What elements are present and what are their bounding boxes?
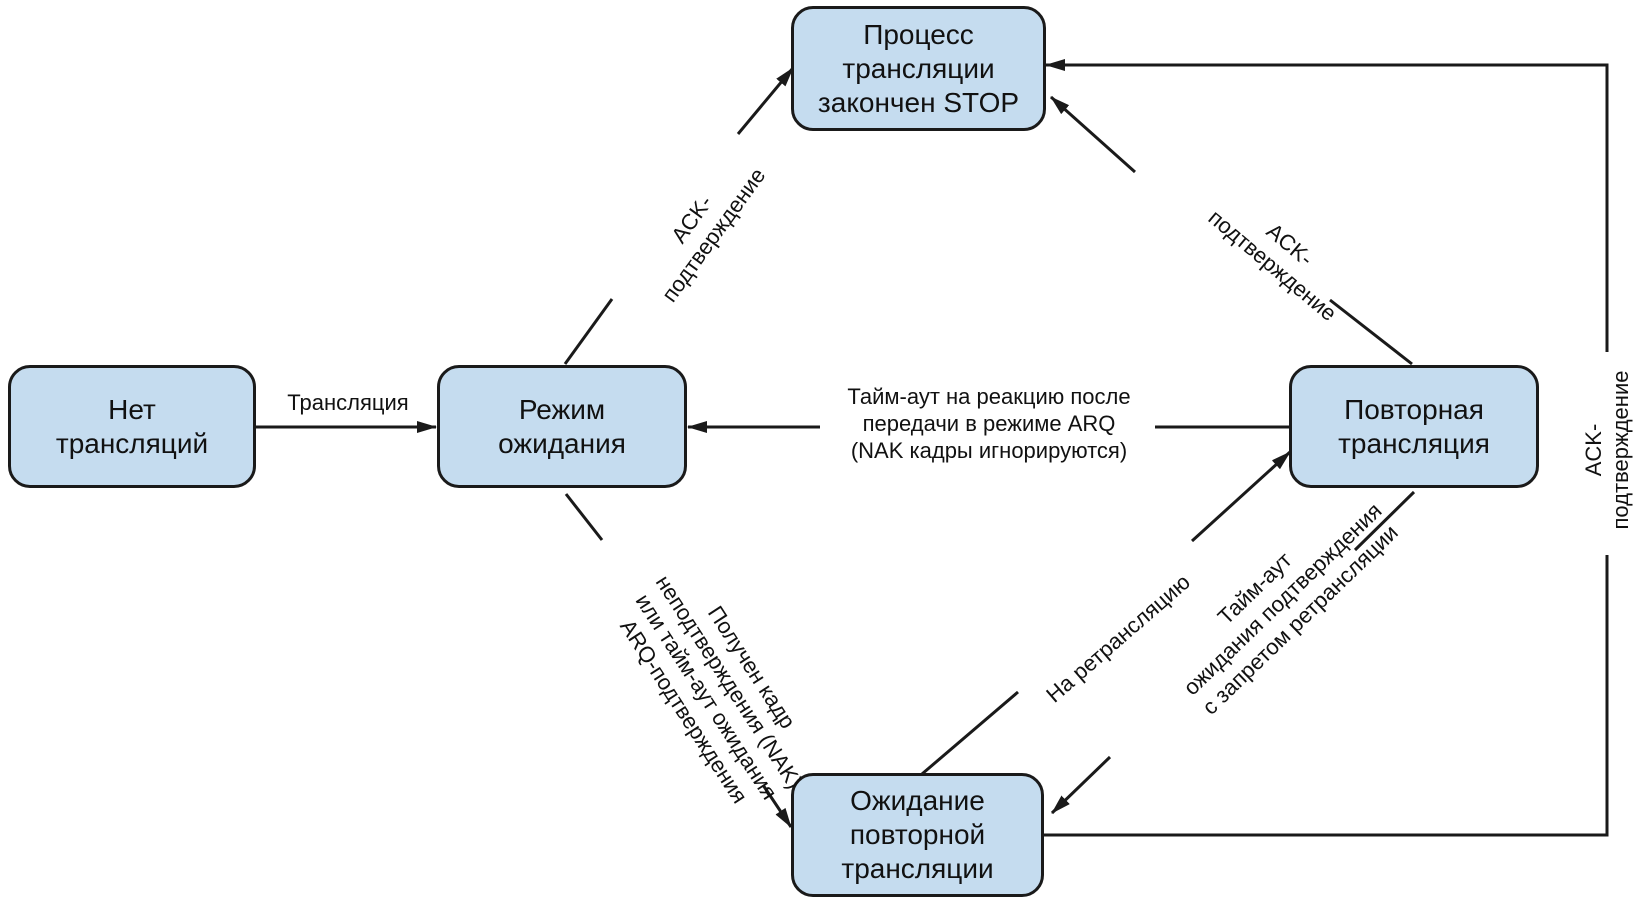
label-ack-right: ACK- подтверждение bbox=[1580, 350, 1634, 550]
node-line: Процесс bbox=[863, 18, 974, 50]
label-line: передачи в режиме ARQ bbox=[862, 411, 1116, 436]
node-line: закончен STOP bbox=[817, 86, 1020, 118]
node-retransmission: Повторная трансляция bbox=[1289, 365, 1539, 488]
edge-nak-lower bbox=[761, 784, 793, 828]
edge-timeout-forbid-lower bbox=[1050, 755, 1112, 815]
edge-ack-waiting-lower bbox=[563, 298, 614, 365]
node-line: Повторная bbox=[1344, 393, 1484, 425]
label-timeout-arq: Тайм-аут на реакцию после передачи в реж… bbox=[824, 383, 1154, 464]
node-line: Ожидание bbox=[850, 785, 985, 816]
label-line: ACK- bbox=[1581, 423, 1606, 477]
label-transmit: Трансляция bbox=[277, 389, 419, 416]
node-line: трансляции bbox=[842, 52, 995, 84]
edge-nak-upper bbox=[564, 493, 604, 541]
node-line: ожидания bbox=[498, 427, 626, 459]
edge-timeout-forbid-upper bbox=[1353, 490, 1416, 552]
node-line: трансляции bbox=[841, 853, 994, 884]
edge-to-retrans-upper bbox=[1190, 450, 1292, 543]
node-waiting: Режим ожидания bbox=[437, 365, 687, 488]
node-no-transmission: Нет трансляций bbox=[8, 365, 256, 488]
node-await-retransmission: Ожидание повторной трансляции bbox=[791, 773, 1044, 897]
edge-ack-retrans-upper bbox=[1050, 95, 1136, 174]
node-line: трансляция bbox=[1338, 427, 1490, 459]
label-line: (NAK кадры игнорируются) bbox=[850, 438, 1128, 463]
edge-ack-right-upper bbox=[1045, 59, 1609, 352]
label-line: Трансляция bbox=[287, 390, 409, 415]
node-line: трансляций bbox=[55, 427, 209, 459]
edge-ack-waiting-upper bbox=[736, 67, 795, 135]
edge-ack-retrans-lower bbox=[1329, 298, 1413, 366]
edge-ack-right-lower bbox=[1044, 555, 1609, 837]
label-line: подтверждение bbox=[1608, 370, 1633, 530]
edge-to-retrans-lower bbox=[921, 690, 1019, 776]
node-line: Режим bbox=[518, 393, 606, 425]
label-line: Тайм-аут на реакцию после bbox=[847, 384, 1131, 409]
node-line: Нет bbox=[108, 393, 156, 425]
node-line: повторной bbox=[849, 819, 986, 850]
node-done-stop: Процесс трансляции закончен STOP bbox=[791, 6, 1046, 131]
